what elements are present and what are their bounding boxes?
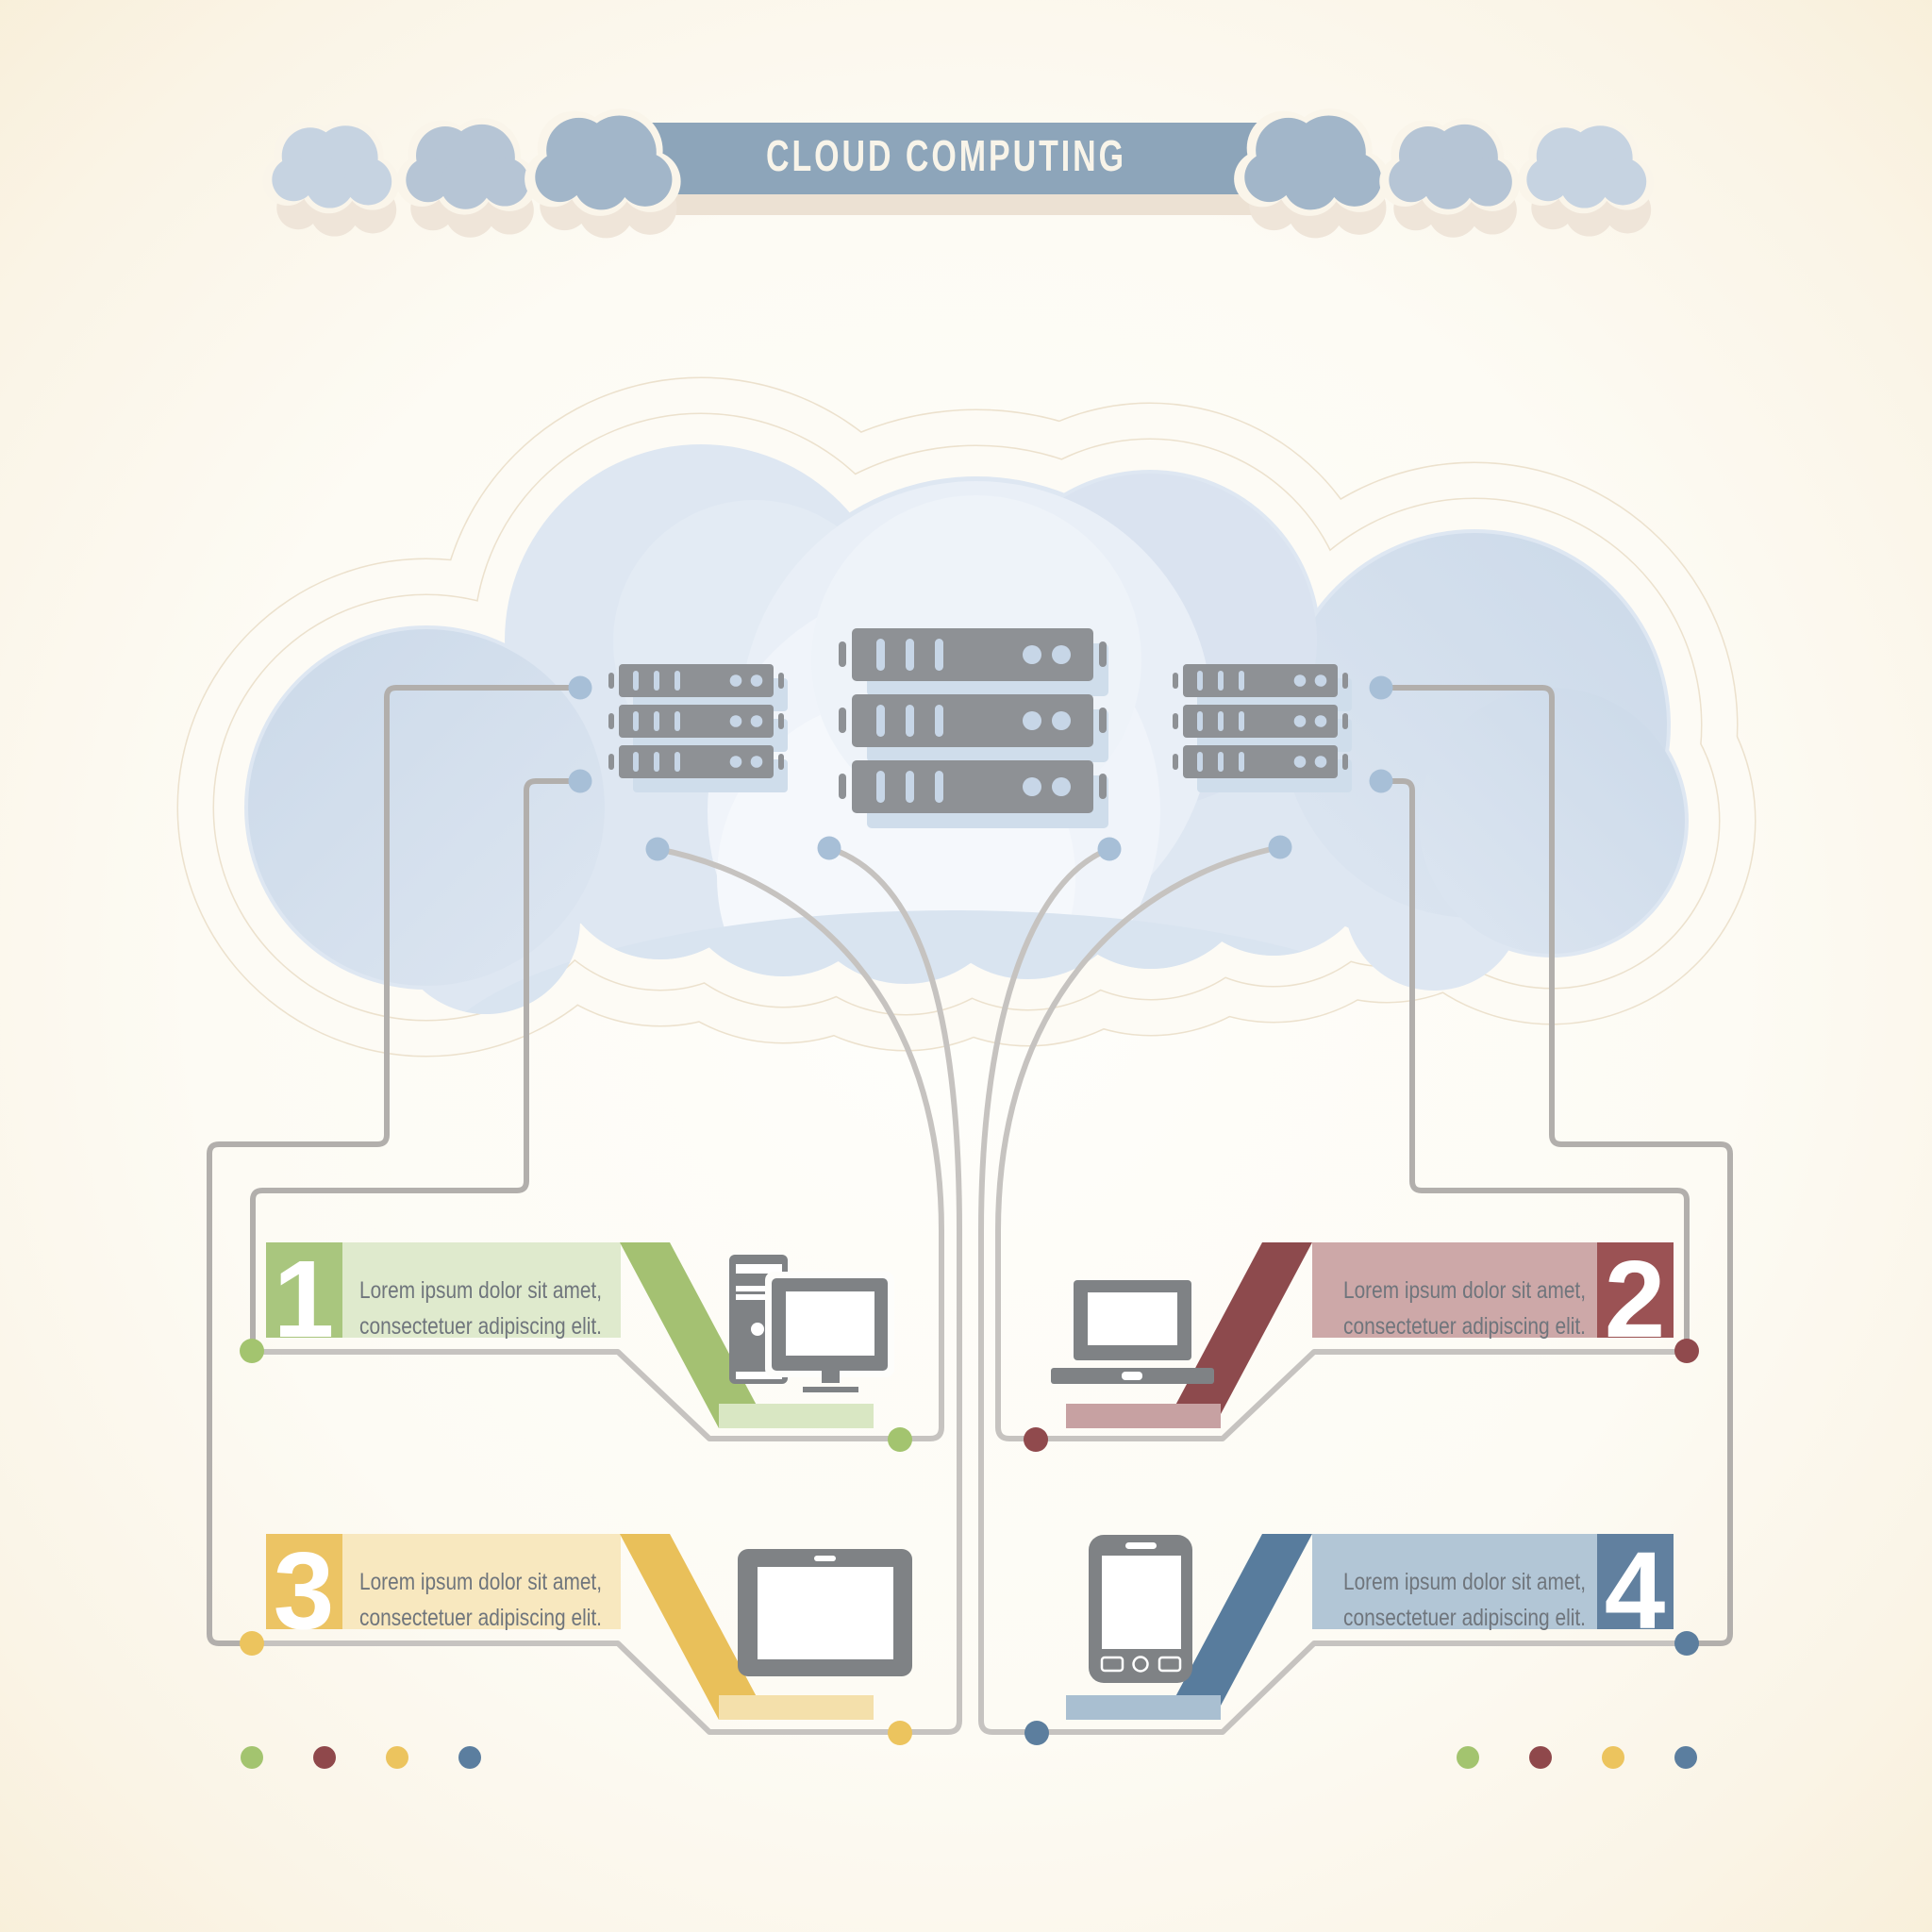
svg-text:consectetuer adipiscing elit.: consectetuer adipiscing elit.: [359, 1313, 602, 1340]
svg-text:Lorem ipsum dolor sit amet,: Lorem ipsum dolor sit amet,: [1343, 1277, 1586, 1304]
svg-text:consectetuer adipiscing elit.: consectetuer adipiscing elit.: [1343, 1313, 1586, 1340]
svg-text:1: 1: [274, 1238, 335, 1360]
svg-text:Lorem ipsum dolor sit amet,: Lorem ipsum dolor sit amet,: [359, 1277, 602, 1304]
svg-text:Lorem ipsum dolor sit amet,: Lorem ipsum dolor sit amet,: [359, 1569, 602, 1595]
svg-text:3: 3: [274, 1529, 335, 1652]
svg-text:consectetuer adipiscing elit.: consectetuer adipiscing elit.: [1343, 1605, 1586, 1631]
svg-text:consectetuer adipiscing elit.: consectetuer adipiscing elit.: [359, 1605, 602, 1631]
svg-text:Lorem ipsum dolor sit amet,: Lorem ipsum dolor sit amet,: [1343, 1569, 1586, 1595]
svg-text:4: 4: [1605, 1529, 1666, 1652]
svg-text:2: 2: [1605, 1238, 1666, 1360]
svg-text:CLOUD COMPUTING: CLOUD COMPUTING: [766, 131, 1126, 180]
